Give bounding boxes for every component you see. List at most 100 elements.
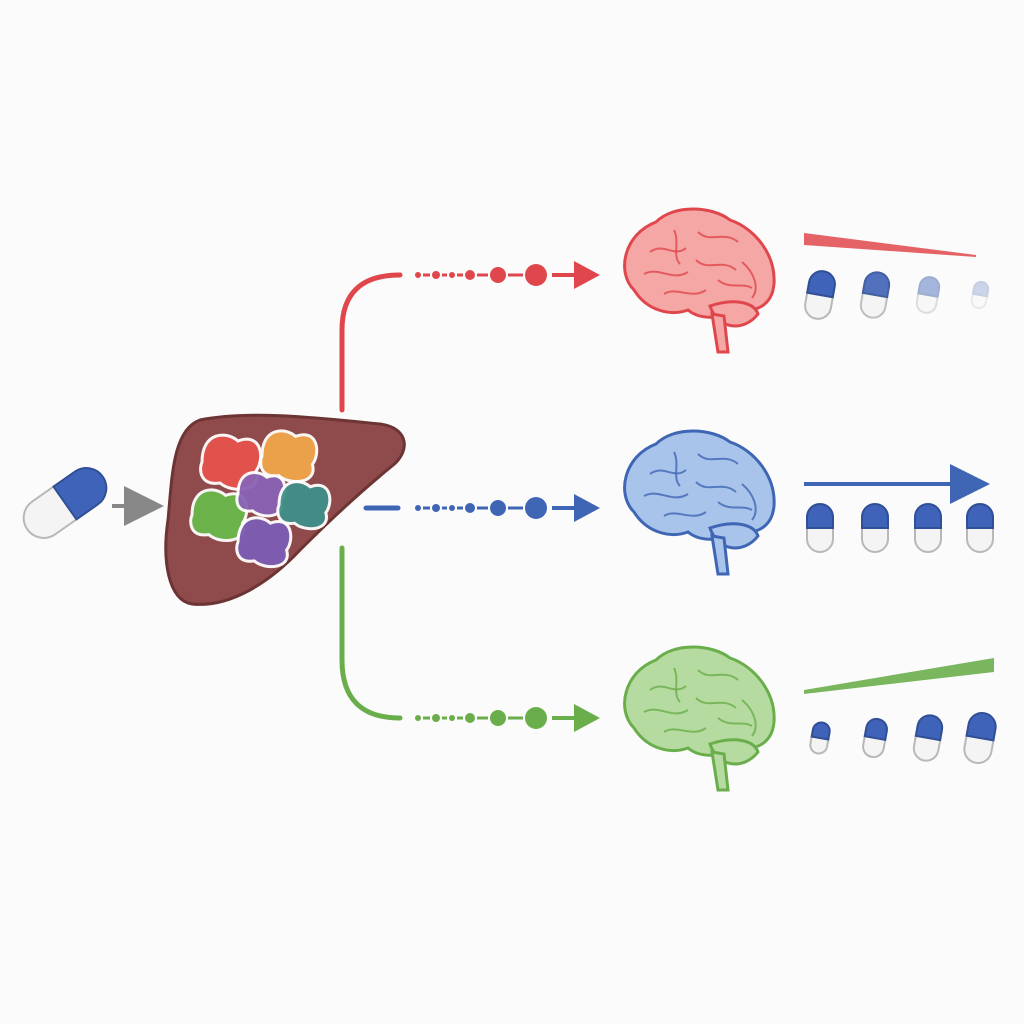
brain-fold: [649, 469, 687, 475]
capsule-cap: [917, 276, 941, 298]
flow-dot: [490, 500, 506, 516]
capsule-body: [804, 291, 834, 320]
arrow-right-icon: [574, 704, 600, 732]
brain-icon: [623, 645, 776, 792]
capsule-icon: [861, 503, 889, 553]
brain-fold: [695, 259, 737, 271]
capsule-body: [859, 291, 889, 319]
brain-fold: [741, 261, 757, 299]
flow-dot: [525, 497, 547, 519]
brain-fold: [649, 685, 687, 691]
capsule-cap: [806, 503, 834, 529]
trend-increasing-icon: [804, 658, 994, 694]
brain-fold: [673, 667, 681, 703]
capsule-cap: [914, 714, 944, 742]
brain-fold: [643, 492, 689, 499]
connector-line: [339, 272, 403, 413]
enzyme-blob: [276, 480, 332, 531]
capsule-icon: [912, 714, 944, 762]
flow-dot: [415, 272, 421, 278]
pathway-low-metabolism: [339, 545, 997, 792]
capsule-body: [912, 734, 942, 762]
input-capsule-icon: [22, 467, 108, 539]
capsule-icon: [859, 271, 891, 319]
brain-fold: [717, 279, 753, 289]
pathway-normal-metabolism: [363, 429, 994, 576]
brain-fold: [643, 270, 689, 277]
brain-fold: [663, 727, 707, 733]
brain-fold: [663, 289, 707, 295]
brain-fold: [741, 483, 757, 521]
capsule-icon: [809, 721, 831, 755]
flow-dot: [465, 713, 475, 723]
brain-fold: [643, 708, 689, 715]
arrow-right-icon: [574, 494, 600, 522]
brain-stem: [710, 534, 730, 576]
capsule-icon: [970, 280, 990, 310]
capsule-cap: [52, 467, 108, 521]
capsule-body: [970, 292, 989, 310]
flow-dot: [415, 715, 421, 721]
flow-dot: [525, 707, 547, 729]
capsule-cap: [966, 503, 994, 529]
capsule-cap: [971, 280, 990, 298]
capsule-icon: [806, 503, 834, 553]
enzyme-blob: [259, 429, 319, 484]
brain-fold: [717, 501, 753, 511]
capsule-cap: [965, 711, 997, 742]
brain-icon: [623, 429, 776, 576]
trend-decreasing-icon: [804, 233, 976, 257]
enzyme-blob: [235, 516, 293, 569]
capsule-cap: [810, 721, 831, 741]
pathway-layer: [339, 207, 997, 792]
capsule-body: [963, 734, 995, 765]
capsule-icon: [804, 270, 836, 320]
brain-stem: [710, 750, 730, 792]
brain-fold: [697, 231, 739, 243]
flow-dot: [525, 264, 547, 286]
arrow-right-icon: [574, 261, 600, 289]
capsule-body: [914, 527, 942, 553]
pathway-high-metabolism: [339, 207, 990, 413]
flow-dot: [465, 503, 475, 513]
flow-dot: [490, 267, 506, 283]
flow-dot: [490, 710, 506, 726]
brain-fold: [673, 229, 681, 265]
brain-fold: [697, 669, 739, 681]
brain-fold: [717, 717, 753, 727]
capsule-icon: [914, 503, 942, 553]
flow-dot: [415, 505, 421, 511]
flow-dot: [432, 714, 440, 722]
brain-stem: [710, 312, 730, 354]
capsule-icon: [966, 503, 994, 553]
capsule-cap: [914, 503, 942, 529]
capsule-cap: [861, 503, 889, 529]
connector-line: [339, 545, 403, 721]
capsule-body: [915, 292, 939, 314]
flow-dot: [449, 272, 455, 278]
capsule-icon: [862, 717, 888, 759]
flow-dot: [449, 715, 455, 721]
brain-fold: [695, 697, 737, 709]
capsule-cap: [806, 270, 836, 299]
capsule-body: [22, 485, 78, 539]
capsule-cap: [863, 717, 888, 741]
brain-icon: [623, 207, 776, 354]
capsule-body: [809, 735, 830, 755]
capsule-body: [861, 527, 889, 553]
brain-fold: [663, 511, 707, 517]
flow-dot: [465, 270, 475, 280]
capsule-icon: [963, 711, 997, 765]
brain-fold: [741, 699, 757, 737]
brain-fold: [649, 247, 687, 253]
capsule-icon: [22, 467, 108, 539]
flow-dot: [432, 504, 440, 512]
brain-fold: [695, 481, 737, 493]
capsule-body: [862, 735, 887, 759]
capsule-body: [806, 527, 834, 553]
flow-dot: [449, 505, 455, 511]
capsule-body: [966, 527, 994, 553]
brain-fold: [673, 451, 681, 487]
